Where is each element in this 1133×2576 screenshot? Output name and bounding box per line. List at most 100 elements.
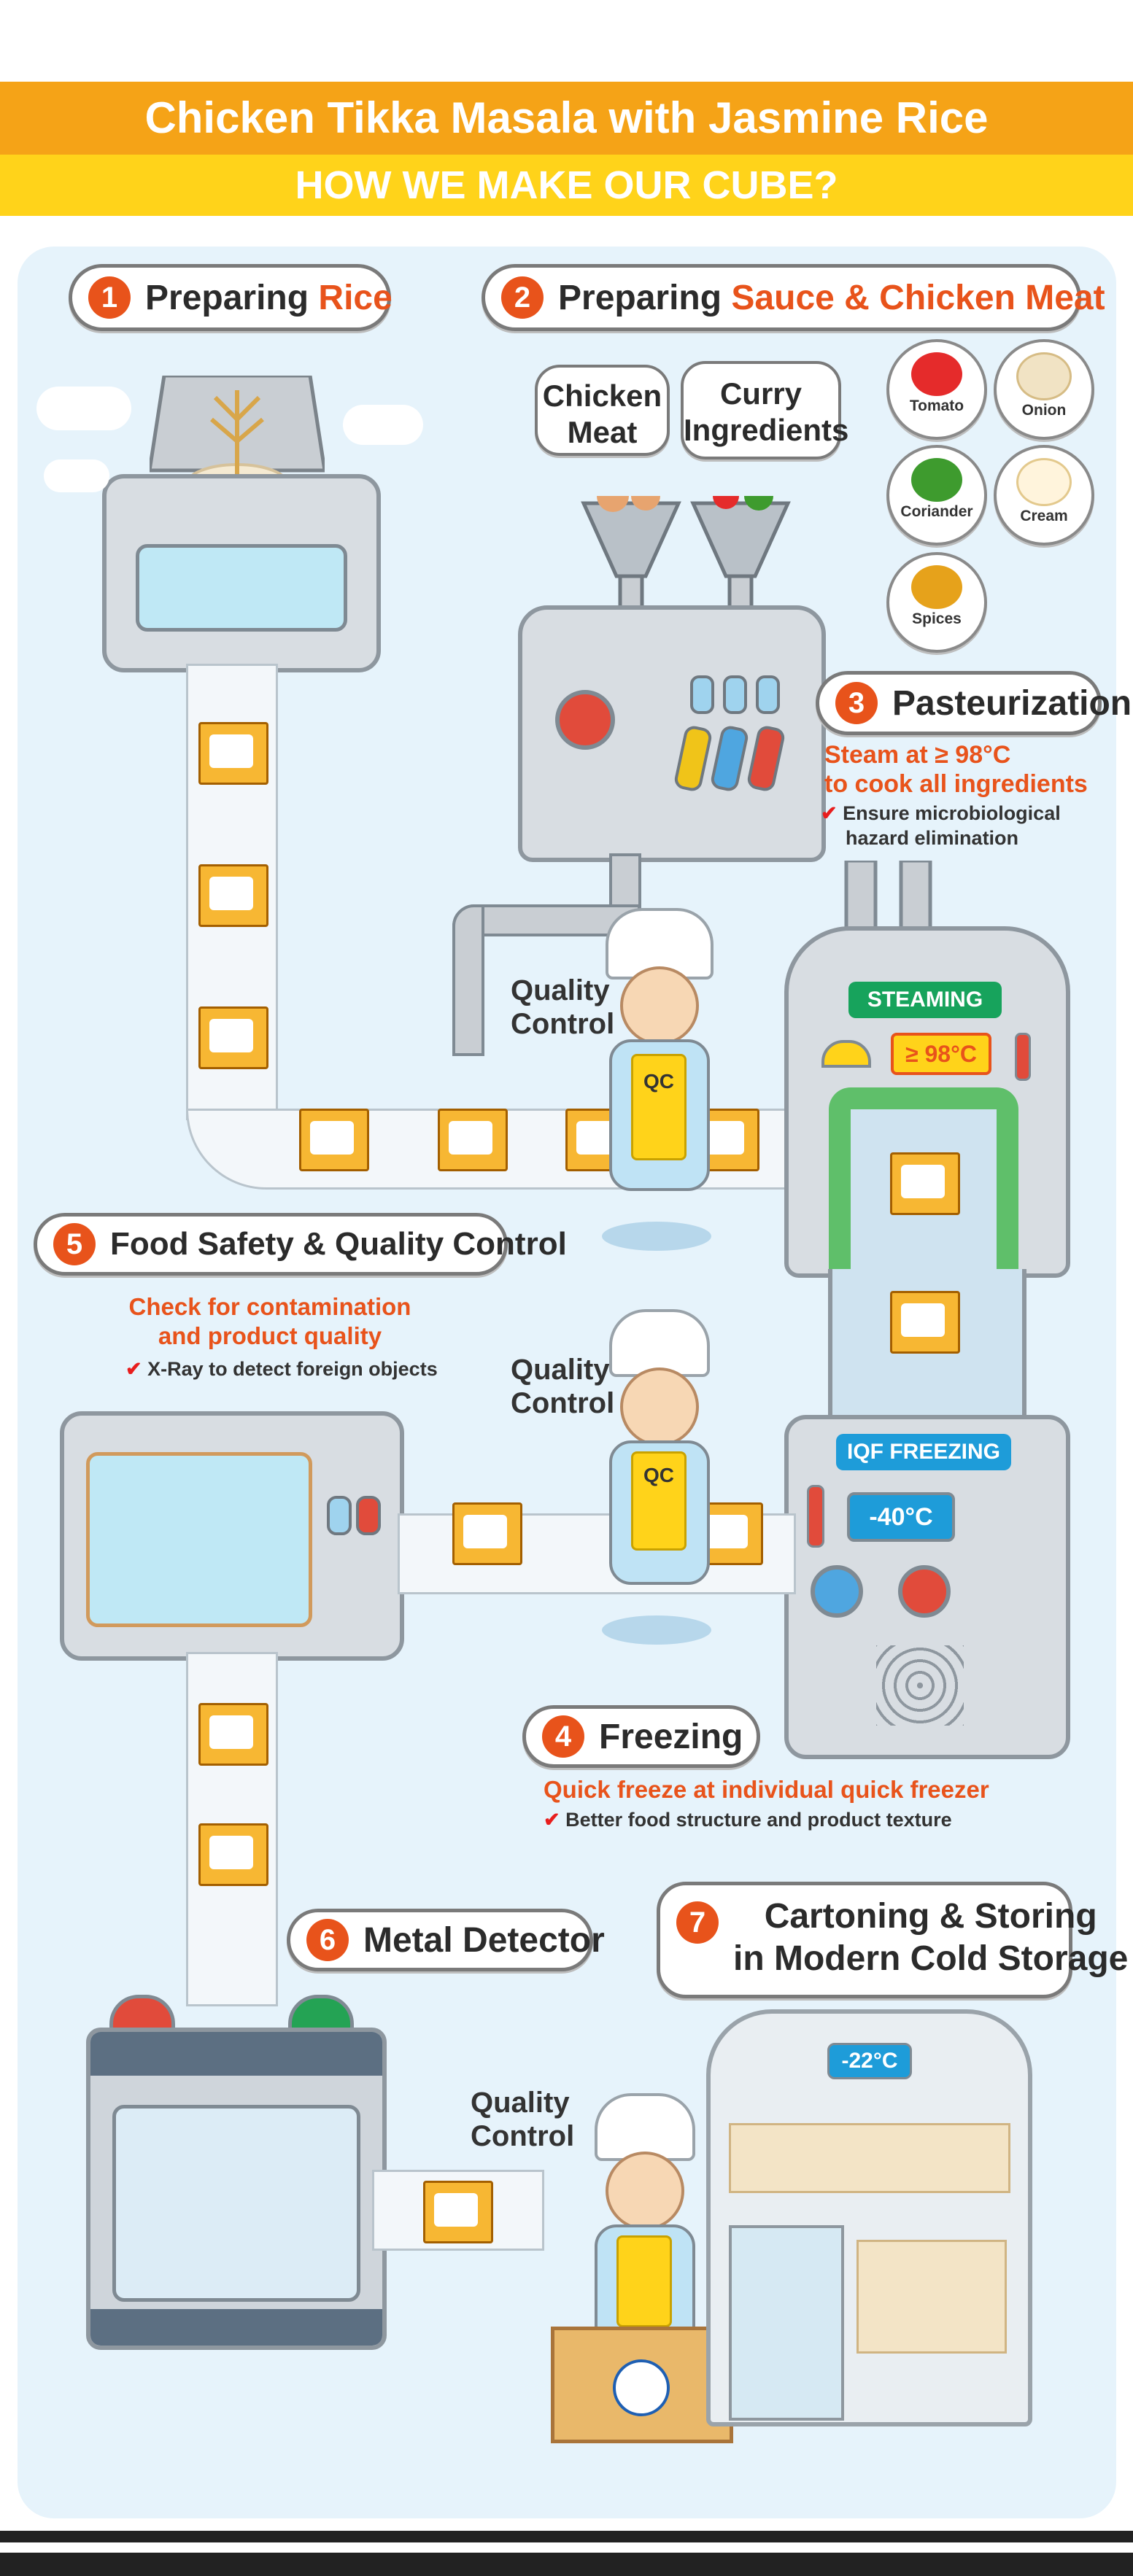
qc-label-2: Control (471, 2120, 575, 2152)
gauge-icon (327, 1496, 352, 1535)
food-cube (693, 1502, 763, 1565)
food-cube (890, 1291, 960, 1354)
chicken-meat-line-1: Chicken (542, 379, 662, 413)
dial-icon (746, 724, 786, 793)
step-5-text: Food Safety & Quality Control (110, 1226, 567, 1262)
ingredient-onion: Onion (994, 339, 1094, 440)
chef-face (620, 966, 699, 1045)
cloud-icon (44, 459, 109, 492)
metal-detector (86, 2028, 387, 2350)
ingredient-label: Onion (1021, 402, 1067, 419)
step-6-label: 6 Metal Detector (287, 1909, 605, 1971)
storage-temp-display: -22°C (827, 2043, 912, 2079)
step-2-number: 2 (501, 276, 544, 319)
step-6-text: Metal Detector (363, 1920, 605, 1960)
chicken-meat-bubble: Chicken Meat (535, 365, 670, 456)
chef-apron: QC (631, 1054, 687, 1160)
qc-label-2: Control (511, 1008, 615, 1040)
food-cube (198, 722, 268, 785)
gauge-icon (690, 675, 714, 714)
footer-bar (0, 2531, 1133, 2542)
spices-icon (911, 565, 962, 609)
vent-grille (876, 1645, 964, 1726)
chef-apron (616, 2235, 672, 2327)
food-cube (299, 1109, 369, 1171)
chef-apron: QC (631, 1451, 687, 1551)
thermometer-icon (1015, 1033, 1031, 1081)
steaming-machine: STEAMING ≥ 98°C (784, 926, 1070, 1278)
ingredient-label: Coriander (900, 503, 973, 520)
food-cube (198, 1703, 268, 1766)
chef-face (606, 2152, 684, 2230)
check-icon: ✔ (544, 1809, 560, 1831)
step-4-note: Better food structure and product textur… (565, 1809, 952, 1831)
qc-label-1: Quality (511, 974, 610, 1006)
step-3-note-1: Ensure microbiological (843, 802, 1061, 824)
coriander-icon (911, 458, 962, 502)
qc-label-1: Quality (471, 2087, 570, 2119)
curry-ingredients-bubble: Curry Ingredients (681, 361, 848, 459)
step-1-text: Preparing (145, 278, 319, 317)
freezing-machine: IQF FREEZING -40°C (784, 1415, 1070, 1759)
gauge-icon (756, 675, 780, 714)
step-6-number: 6 (306, 1919, 349, 1961)
rice-machine-window (136, 544, 347, 632)
food-cube (452, 1502, 522, 1565)
step-5-label: 5 Food Safety & Quality Control (34, 1213, 567, 1276)
detector-window (112, 2105, 360, 2302)
gauge-icon (821, 1040, 871, 1068)
food-cube (198, 864, 268, 927)
step-7-label: 7 Cartoning & Storing in Modern Cold Sto… (657, 1882, 1128, 1998)
step-2-label: 2 Preparing Sauce & Chicken Meat (482, 264, 1105, 331)
ingredient-tomato: Tomato (886, 339, 987, 440)
step-3-desc-1: Steam at ≥ 98°C (824, 741, 1011, 769)
page-subtitle: HOW WE MAKE OUR CUBE? (295, 163, 838, 207)
ingredient-label: Tomato (909, 397, 964, 414)
detector-base (90, 2309, 382, 2346)
step-5-number: 5 (53, 1223, 96, 1265)
step-4-text: Freezing (599, 1717, 743, 1756)
chef-hat-icon (595, 2093, 695, 2161)
curry-line-1: Curry (719, 376, 803, 411)
ingredient-coriander: Coriander (886, 445, 987, 546)
brand-logo-icon (613, 2359, 670, 2416)
step-4-number: 4 (542, 1715, 584, 1758)
qc-chef-2: QC (595, 1309, 719, 1652)
step-3-text: Pasteurization (892, 683, 1132, 723)
step-3-number: 3 (835, 682, 878, 724)
step-7-line-1: Cartoning & Storing (764, 1897, 1097, 1936)
storage-shelf (729, 2123, 1010, 2193)
steam-temp-display: ≥ 98°C (891, 1033, 991, 1075)
food-cube (198, 1823, 268, 1886)
step-7-number: 7 (676, 1901, 719, 1944)
step-5-desc-2: and product quality (158, 1322, 382, 1349)
step-7-line-2: in Modern Cold Storage (733, 1939, 1129, 1978)
step-1-accent: Rice (318, 278, 393, 317)
ingredient-label: Cream (1020, 508, 1068, 524)
chef-hat-icon (609, 1309, 710, 1377)
ingredient-label: Spices (912, 610, 962, 627)
xray-machine (60, 1411, 404, 1661)
sauce-pipe (452, 904, 484, 1056)
rice-machine (102, 474, 381, 672)
chef-shadow (602, 1615, 711, 1645)
knob-icon (811, 1565, 863, 1618)
cloud-icon (36, 387, 131, 430)
chef-shadow (602, 1222, 711, 1251)
dial-icon (709, 724, 750, 793)
check-icon: ✔ (821, 802, 838, 824)
food-cube (890, 1152, 960, 1215)
cream-icon (1016, 458, 1072, 506)
gauge-icon (723, 675, 747, 714)
onion-icon (1016, 352, 1072, 400)
check-icon: ✔ (125, 1358, 142, 1380)
cold-storage: -22°C (706, 2009, 1032, 2426)
valve-icon (555, 690, 615, 750)
step-3-label: 3 Pasteurization (816, 671, 1132, 735)
dial-icon (673, 724, 714, 793)
storage-shelf (856, 2240, 1007, 2354)
valve-icon (898, 1565, 951, 1618)
ingredient-spices: Spices (886, 552, 987, 653)
qc-label-2: Control (511, 1387, 615, 1419)
thermometer-icon (807, 1485, 824, 1548)
